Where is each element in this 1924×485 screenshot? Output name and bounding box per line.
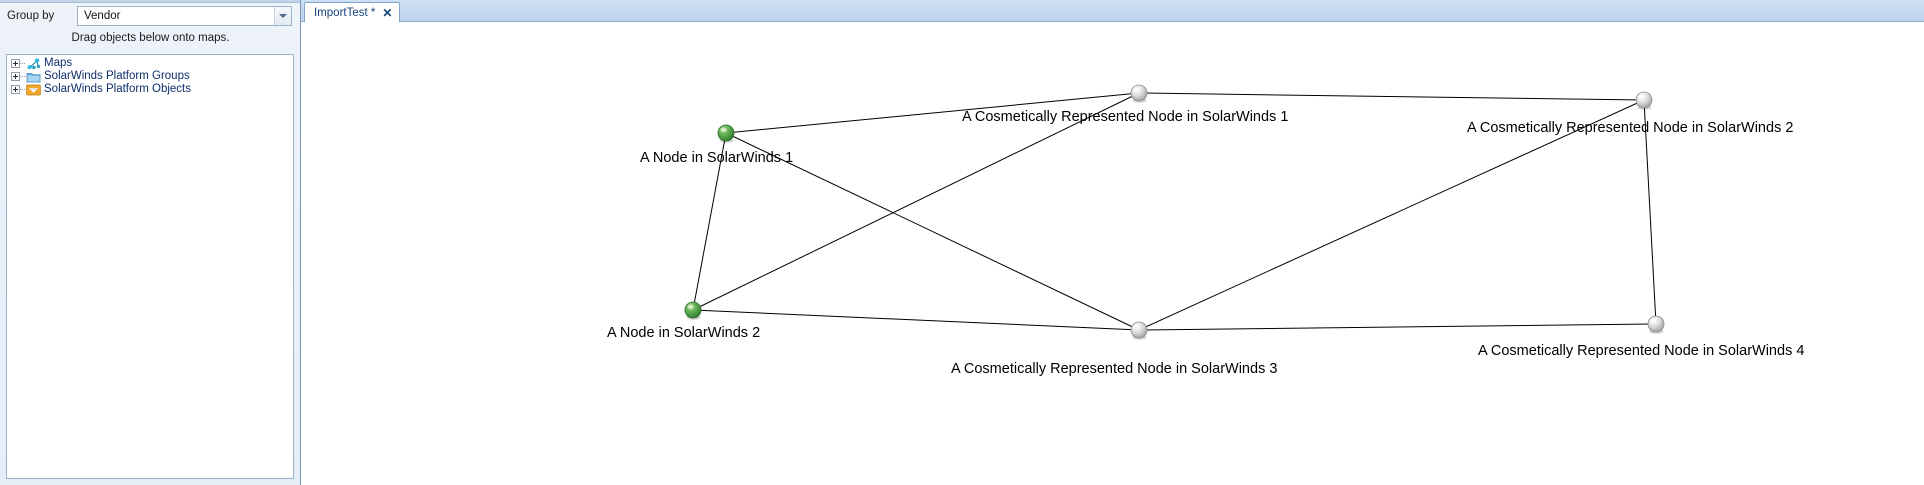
tree-item-solarwinds-platform-groups[interactable]: SolarWinds Platform Groups: [9, 70, 293, 83]
node-status-up-icon[interactable]: [684, 301, 702, 319]
map-node[interactable]: [1130, 84, 1148, 103]
group-by-value: Vendor: [84, 10, 121, 22]
group-by-row: Group by Vendor: [0, 5, 301, 27]
tree-item-label: SolarWinds Platform Groups: [44, 70, 190, 82]
links-layer: [692, 92, 1657, 331]
map-link[interactable]: [725, 92, 1140, 134]
panel-top-divider: [0, 0, 300, 3]
node-highlight: [1638, 94, 1645, 100]
tree-item-maps[interactable]: Maps: [9, 57, 293, 70]
map-node-label[interactable]: A Cosmetically Represented Node in Solar…: [1467, 120, 1793, 136]
objects-tree[interactable]: Maps SolarWinds Platform Groups: [6, 54, 294, 479]
map-link[interactable]: [692, 309, 1140, 331]
map-editor-area: ImportTest * ✕: [301, 0, 1924, 485]
node-highlight: [1133, 324, 1140, 329]
tree-connector-line: [20, 76, 25, 77]
tab-importtest[interactable]: ImportTest * ✕: [304, 2, 401, 22]
tab-strip: ImportTest * ✕: [301, 0, 1924, 22]
group-by-dropdown-button[interactable]: [274, 7, 291, 25]
tree-item-label: Maps: [44, 57, 73, 69]
map-node-label[interactable]: A Cosmetically Represented Node in Solar…: [951, 361, 1277, 377]
close-icon[interactable]: ✕: [382, 5, 393, 20]
tab-label: ImportTest *: [314, 6, 376, 19]
map-link[interactable]: [692, 92, 1140, 311]
node-highlight: [720, 127, 727, 132]
expand-plus-icon[interactable]: [11, 72, 20, 81]
network-topology-graph: A Node in SolarWinds 1 A Node in SolarWin…: [607, 84, 1804, 377]
labels-layer: A Node in SolarWinds 1 A Node in SolarWin…: [607, 109, 1804, 377]
expand-plus-icon[interactable]: [11, 59, 20, 68]
group-by-label: Group by: [7, 10, 55, 22]
map-link[interactable]: [1643, 99, 1657, 325]
map-link[interactable]: [725, 132, 1140, 331]
tree-connector-line: [20, 89, 25, 90]
tree-item-solarwinds-platform-objects[interactable]: SolarWinds Platform Objects: [9, 83, 293, 96]
node-highlight: [1650, 318, 1657, 323]
map-node-label[interactable]: A Node in SolarWinds 2: [607, 325, 760, 341]
map-link[interactable]: [1138, 99, 1645, 331]
folder-icon: [25, 70, 41, 83]
expand-plus-icon[interactable]: [11, 85, 20, 94]
map-node-label[interactable]: A Cosmetically Represented Node in Solar…: [962, 109, 1288, 125]
node-status-up-icon[interactable]: [717, 124, 735, 142]
node-status-unknown-icon[interactable]: [1647, 315, 1665, 333]
map-node[interactable]: [1130, 321, 1148, 340]
map-node[interactable]: [1635, 91, 1653, 110]
map-node[interactable]: [684, 301, 702, 320]
node-status-unknown-icon[interactable]: [1130, 84, 1148, 102]
map-link[interactable]: [692, 132, 727, 311]
network-map-icon: [25, 57, 41, 70]
nodes-layer: [684, 84, 1665, 340]
map-link[interactable]: [1138, 92, 1645, 101]
node-highlight: [687, 304, 694, 309]
map-node[interactable]: [717, 124, 735, 143]
solarwinds-logo-icon: [25, 83, 41, 96]
map-link[interactable]: [1138, 323, 1657, 331]
map-node[interactable]: [1647, 315, 1665, 334]
chevron-down-icon: [279, 14, 287, 18]
drag-hint-text: Drag objects below onto maps.: [71, 32, 230, 44]
map-node-label[interactable]: A Cosmetically Represented Node in Solar…: [1478, 343, 1804, 359]
node-status-unknown-icon[interactable]: [1130, 321, 1148, 339]
group-by-dropdown[interactable]: Vendor: [77, 6, 292, 26]
tree-item-label: SolarWinds Platform Objects: [44, 83, 191, 95]
map-objects-panel: Group by Vendor Drag objects below onto …: [0, 0, 301, 485]
node-status-unknown-icon[interactable]: [1635, 91, 1653, 109]
node-highlight: [1133, 87, 1140, 93]
map-canvas[interactable]: A Node in SolarWinds 1 A Node in SolarWin…: [301, 22, 1924, 485]
tree-connector-line: [20, 63, 25, 64]
map-node-label[interactable]: A Node in SolarWinds 1: [640, 150, 793, 166]
